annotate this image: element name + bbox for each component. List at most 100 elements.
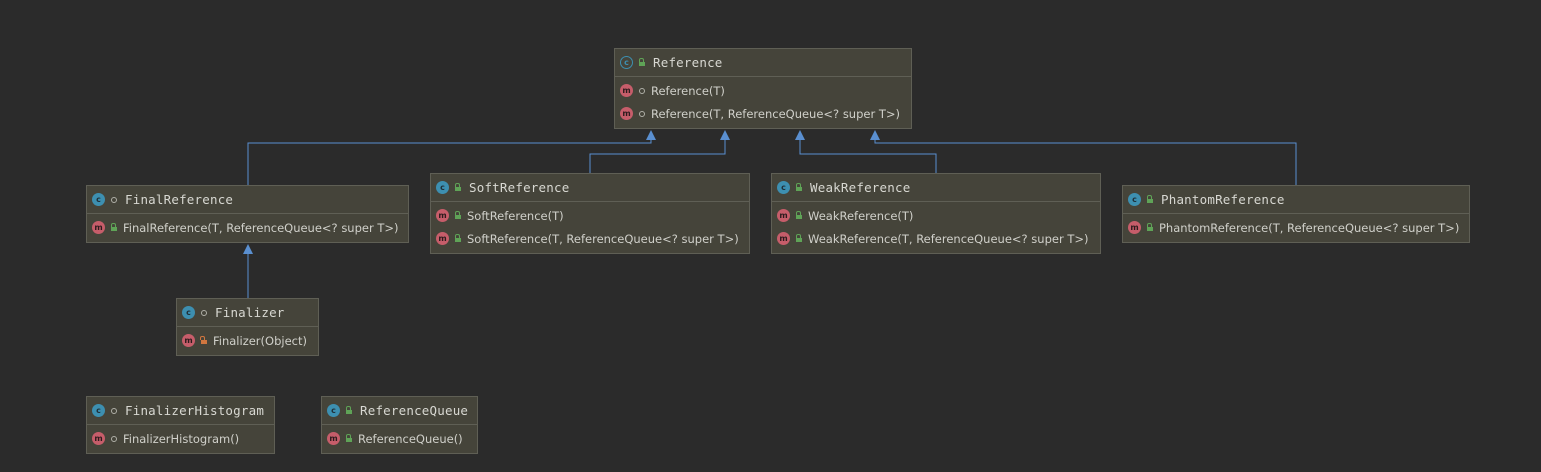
package-visibility-icon bbox=[108, 433, 119, 444]
class-node-final-reference[interactable]: c FinalReference m FinalReference(T, Refere… bbox=[86, 185, 409, 243]
inheritance-arrowhead bbox=[795, 130, 805, 140]
method-row[interactable]: m WeakReference(T, ReferenceQueue<? super… bbox=[772, 227, 1100, 250]
class-name: SoftReference bbox=[469, 180, 570, 195]
class-name: FinalizerHistogram bbox=[125, 403, 265, 418]
method-icon: m bbox=[1128, 221, 1141, 234]
method-signature: FinalizerHistogram() bbox=[123, 431, 240, 446]
inheritance-edge-finalizer-to-finalreference bbox=[243, 244, 253, 298]
method-icon: m bbox=[92, 221, 105, 234]
class-icon: c bbox=[777, 181, 790, 194]
public-visibility-icon bbox=[108, 222, 119, 233]
class-header[interactable]: c Reference bbox=[615, 49, 911, 77]
method-row[interactable]: m SoftReference(T) bbox=[431, 204, 749, 227]
class-icon: c bbox=[92, 404, 105, 417]
method-signature: ReferenceQueue() bbox=[358, 431, 463, 446]
class-icon: c bbox=[327, 404, 340, 417]
class-header[interactable]: c FinalizerHistogram bbox=[87, 397, 274, 425]
public-visibility-icon bbox=[1144, 222, 1155, 233]
class-name: FinalReference bbox=[125, 192, 234, 207]
method-signature: WeakReference(T) bbox=[808, 208, 914, 223]
package-visibility-icon bbox=[636, 85, 647, 96]
method-signature: Finalizer(Object) bbox=[213, 333, 307, 348]
method-row[interactable]: m WeakReference(T) bbox=[772, 204, 1100, 227]
inheritance-arrowhead bbox=[243, 244, 253, 254]
public-visibility-icon bbox=[793, 233, 804, 244]
member-list: m PhantomReference(T, ReferenceQueue<? su… bbox=[1123, 214, 1469, 242]
package-visibility-icon bbox=[108, 194, 119, 205]
inheritance-edge-softreference-to-reference bbox=[589, 130, 730, 173]
class-name: PhantomReference bbox=[1161, 192, 1285, 207]
method-signature: FinalReference(T, ReferenceQueue<? super… bbox=[123, 220, 399, 235]
edge-line bbox=[589, 139, 726, 173]
package-visibility-icon bbox=[636, 108, 647, 119]
method-icon: m bbox=[777, 232, 790, 245]
method-icon: m bbox=[436, 209, 449, 222]
class-header[interactable]: c Finalizer bbox=[177, 299, 318, 327]
method-icon: m bbox=[620, 84, 633, 97]
inheritance-arrowhead bbox=[646, 130, 656, 140]
method-row[interactable]: m FinalizerHistogram() bbox=[87, 427, 274, 450]
public-visibility-icon bbox=[343, 405, 354, 416]
class-node-finalizer[interactable]: c Finalizer m Finalizer(Object) bbox=[176, 298, 319, 356]
class-name: Finalizer bbox=[215, 305, 285, 320]
public-visibility-icon bbox=[452, 233, 463, 244]
public-visibility-icon bbox=[452, 182, 463, 193]
package-visibility-icon bbox=[108, 405, 119, 416]
public-visibility-icon bbox=[343, 433, 354, 444]
method-row[interactable]: m PhantomReference(T, ReferenceQueue<? su… bbox=[1123, 216, 1469, 239]
public-visibility-icon bbox=[1144, 194, 1155, 205]
class-icon: c bbox=[92, 193, 105, 206]
method-icon: m bbox=[777, 209, 790, 222]
private-visibility-icon bbox=[198, 335, 209, 346]
class-icon: c bbox=[182, 306, 195, 319]
inheritance-edge-weakreference-to-reference bbox=[795, 130, 937, 173]
method-signature: SoftReference(T) bbox=[467, 208, 564, 223]
class-name: ReferenceQueue bbox=[360, 403, 469, 418]
edge-line bbox=[874, 139, 1297, 185]
member-list: m FinalizerHistogram() bbox=[87, 425, 274, 453]
class-header[interactable]: c FinalReference bbox=[87, 186, 408, 214]
method-row[interactable]: m Reference(T) bbox=[615, 79, 911, 102]
method-icon: m bbox=[182, 334, 195, 347]
public-visibility-icon bbox=[793, 210, 804, 221]
class-header[interactable]: c WeakReference bbox=[772, 174, 1100, 202]
method-signature: WeakReference(T, ReferenceQueue<? super … bbox=[808, 231, 1089, 246]
method-signature: Reference(T, ReferenceQueue<? super T>) bbox=[651, 106, 901, 121]
class-icon: c bbox=[620, 56, 633, 69]
member-list: m Finalizer(Object) bbox=[177, 327, 318, 355]
method-row[interactable]: m FinalReference(T, ReferenceQueue<? supe… bbox=[87, 216, 408, 239]
method-signature: Reference(T) bbox=[651, 83, 725, 98]
method-icon: m bbox=[92, 432, 105, 445]
public-visibility-icon bbox=[793, 182, 804, 193]
public-visibility-icon bbox=[452, 210, 463, 221]
class-name: Reference bbox=[653, 55, 723, 70]
edge-line bbox=[799, 139, 937, 173]
method-signature: PhantomReference(T, ReferenceQueue<? sup… bbox=[1159, 220, 1460, 235]
class-icon: c bbox=[436, 181, 449, 194]
public-visibility-icon bbox=[636, 57, 647, 68]
class-node-finalizer-histogram[interactable]: c FinalizerHistogram m FinalizerHistogram() bbox=[86, 396, 275, 454]
class-name: WeakReference bbox=[810, 180, 911, 195]
method-signature: SoftReference(T, ReferenceQueue<? super … bbox=[467, 231, 739, 246]
inheritance-arrowhead bbox=[720, 130, 730, 140]
method-row[interactable]: m Finalizer(Object) bbox=[177, 329, 318, 352]
package-visibility-icon bbox=[198, 307, 209, 318]
class-header[interactable]: c ReferenceQueue bbox=[322, 397, 477, 425]
class-header[interactable]: c SoftReference bbox=[431, 174, 749, 202]
inheritance-edge-finalreference-to-reference bbox=[247, 130, 656, 185]
inheritance-arrowhead bbox=[870, 130, 880, 140]
